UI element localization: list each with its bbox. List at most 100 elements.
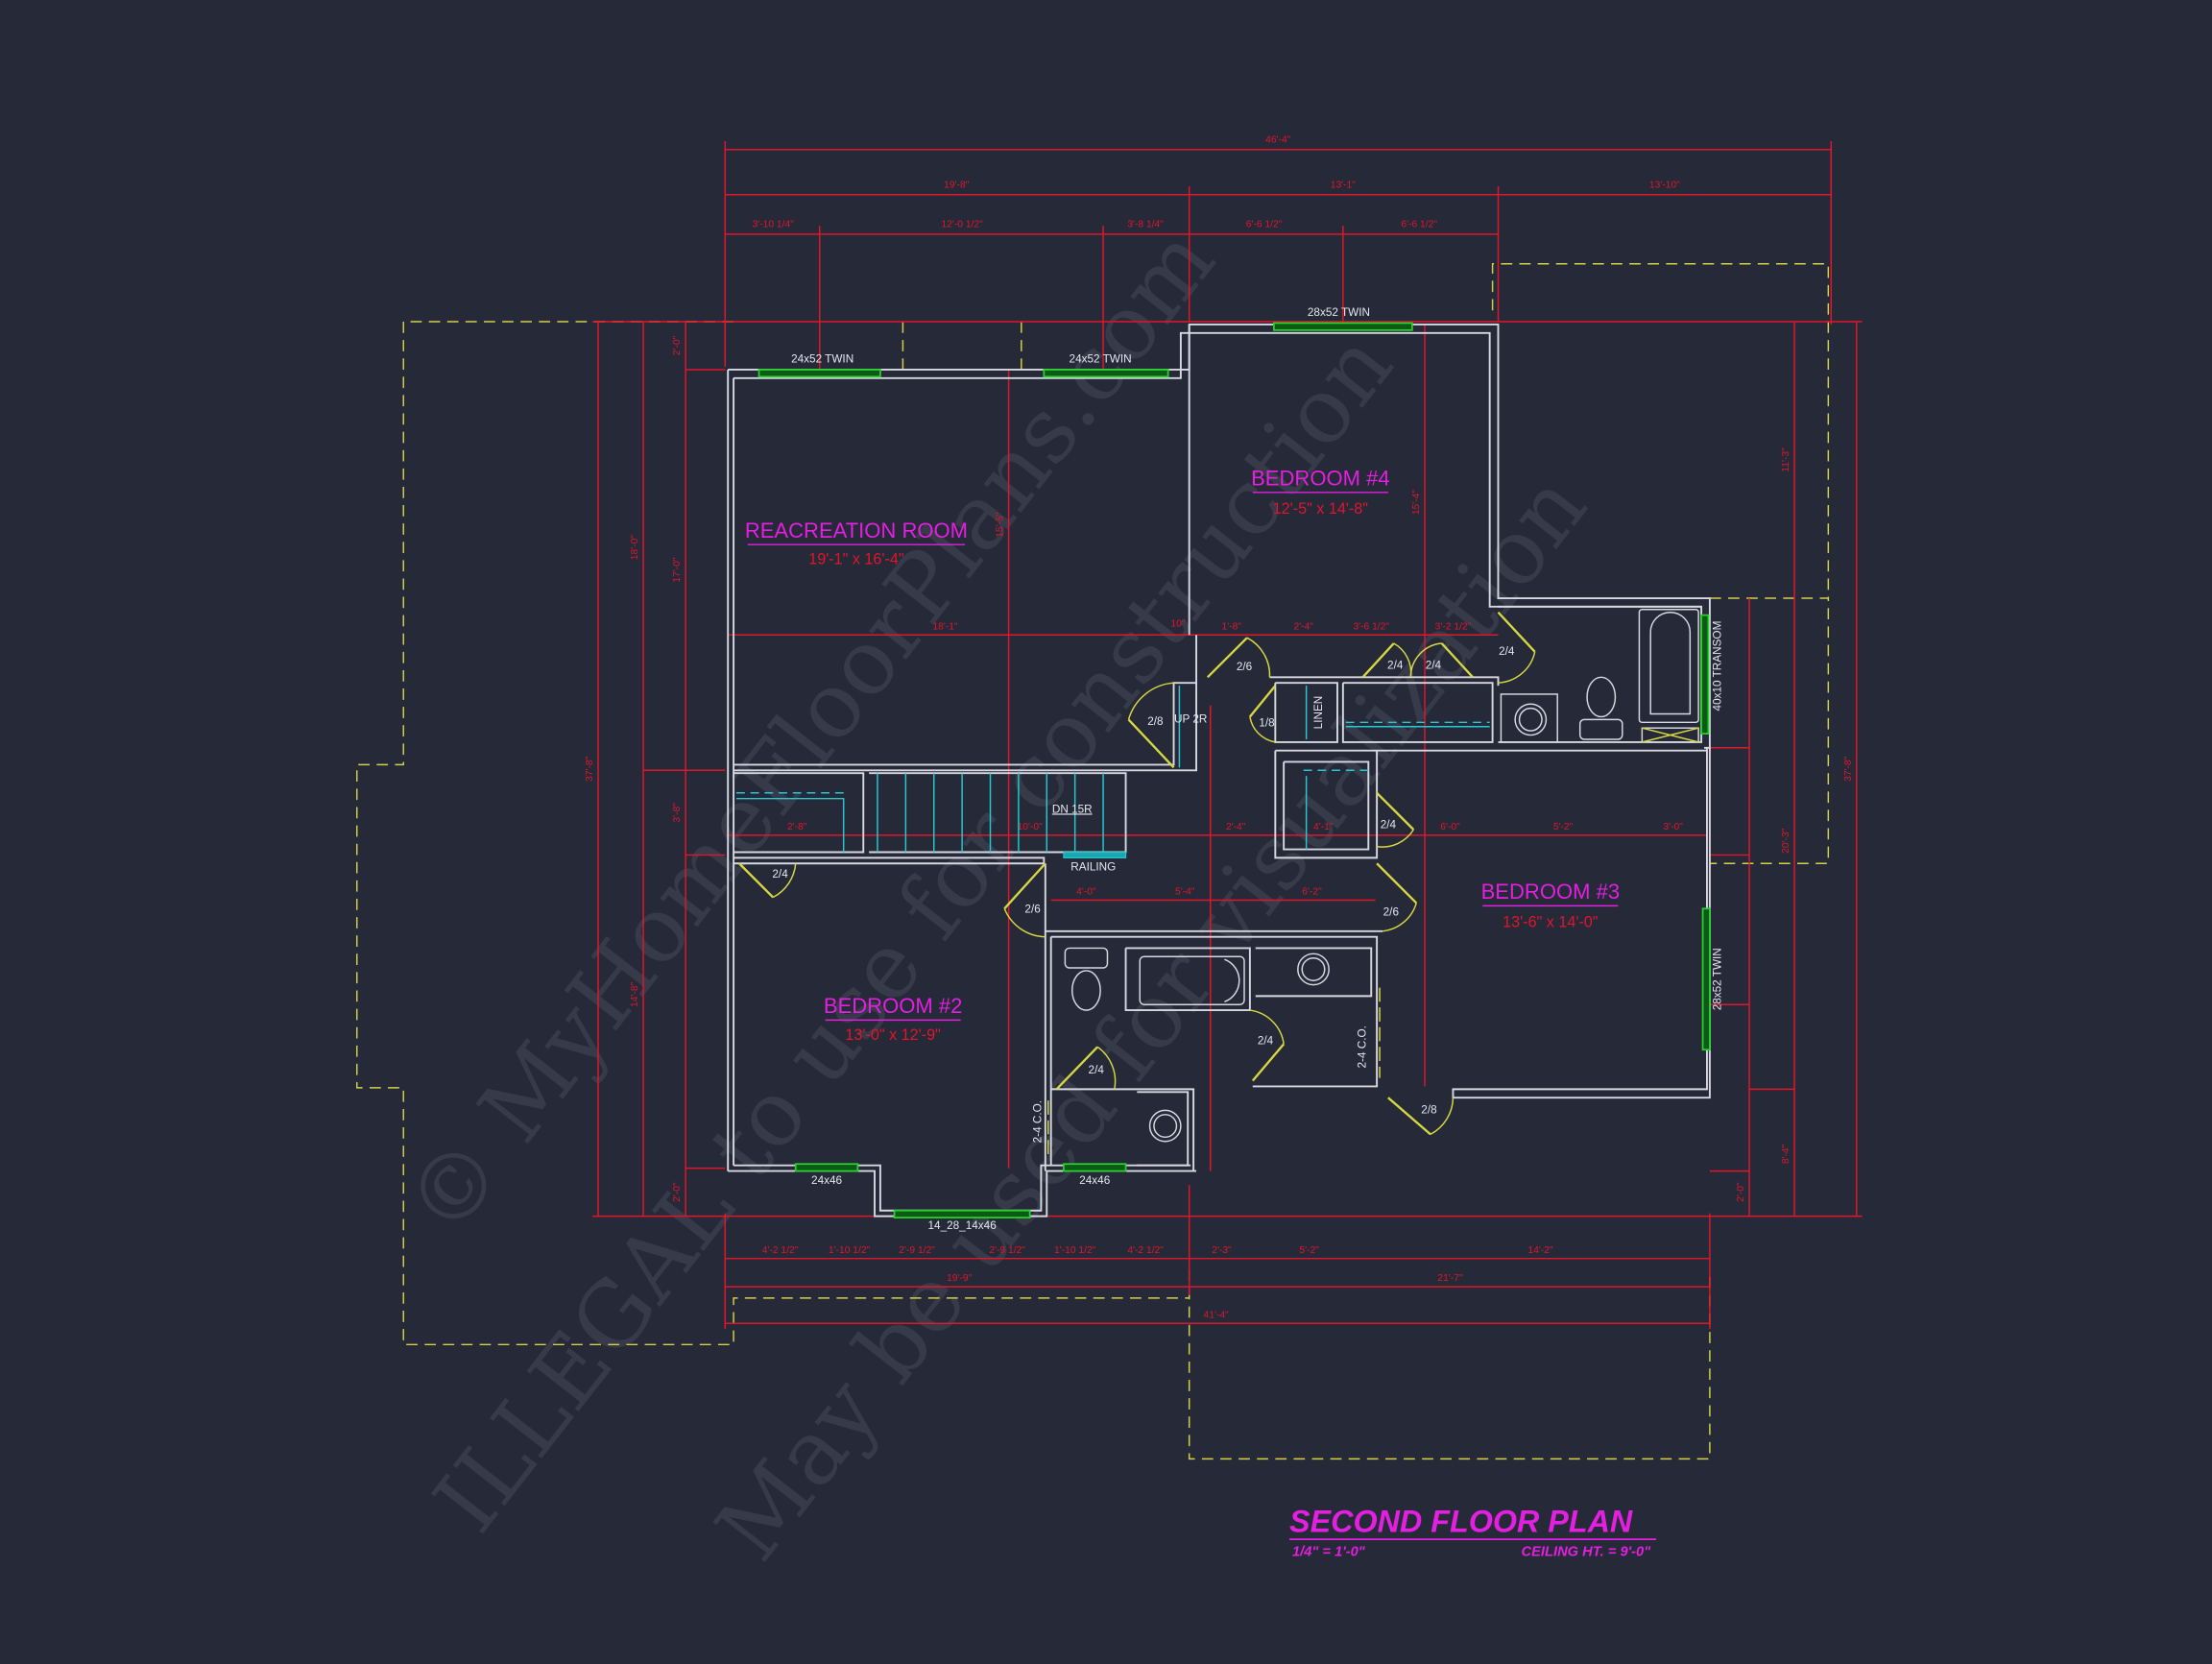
svg-text:2'-9 1/2": 2'-9 1/2" <box>899 1245 935 1256</box>
svg-text:REACREATION ROOM: REACREATION ROOM <box>745 518 968 543</box>
svg-text:19'-1" x 16'-4": 19'-1" x 16'-4" <box>808 551 904 568</box>
roof-outline <box>356 263 1830 1460</box>
bathroom-fixtures <box>1064 609 1699 1143</box>
svg-text:2'-4": 2'-4" <box>1293 621 1313 632</box>
down-stair-label: DN 15R <box>1052 803 1093 815</box>
svg-text:2/6: 2/6 <box>1237 661 1253 673</box>
svg-text:2/8: 2/8 <box>1421 1103 1437 1116</box>
window-label-bed3: 28x52 TWIN <box>1712 948 1724 1010</box>
ceiling-height: CEILING HT. = 9'-0" <box>1522 1545 1652 1560</box>
svg-text:3'-6 1/2": 3'-6 1/2" <box>1353 621 1389 632</box>
svg-text:5'-4": 5'-4" <box>1175 887 1195 898</box>
svg-text:14'-2": 14'-2" <box>1527 1245 1553 1256</box>
door-labels: 2/8 2/6 1/8 2/4 2/4 2/4 2/4 2/4 2/6 2/6 … <box>772 645 1515 1144</box>
svg-text:2/4: 2/4 <box>1499 645 1515 658</box>
svg-text:13'-6" x 14'-0": 13'-6" x 14'-0" <box>1503 913 1599 930</box>
railing-label: RAILING <box>1070 861 1116 874</box>
plan-scale: 1/4" = 1'-0" <box>1292 1545 1366 1560</box>
svg-text:1'-10 1/2": 1'-10 1/2" <box>1054 1245 1096 1256</box>
windows <box>757 322 1711 1218</box>
svg-text:15'-4": 15'-4" <box>1411 490 1422 516</box>
svg-text:2/4: 2/4 <box>772 868 788 880</box>
svg-text:18'-0": 18'-0" <box>630 535 640 561</box>
window-label-rec-left: 24x52 TWIN <box>791 353 854 366</box>
svg-text:5'-2": 5'-2" <box>1299 1245 1319 1256</box>
svg-text:17'-0": 17'-0" <box>672 557 683 583</box>
svg-text:2'-4": 2'-4" <box>1226 822 1246 832</box>
svg-text:21'-7": 21'-7" <box>1437 1273 1463 1284</box>
svg-text:13'-0" x 12'-9": 13'-0" x 12'-9" <box>845 1026 941 1044</box>
svg-text:18'-1": 18'-1" <box>932 621 958 632</box>
svg-text:8'-4": 8'-4" <box>1781 1144 1791 1164</box>
title-block: SECOND FLOOR PLAN 1/4" = 1'-0" CEILING H… <box>1289 1505 1657 1560</box>
svg-text:6'-6 1/2": 6'-6 1/2" <box>1246 220 1283 230</box>
svg-text:2'-0": 2'-0" <box>672 335 683 355</box>
room-bedroom-2: BEDROOM #2 13'-0" x 12'-9" <box>824 994 962 1044</box>
svg-text:BEDROOM #3: BEDROOM #3 <box>1481 880 1620 904</box>
svg-text:2'-8": 2'-8" <box>787 822 807 832</box>
svg-text:13'-1": 13'-1" <box>1331 180 1357 190</box>
svg-text:1'-10 1/2": 1'-10 1/2" <box>829 1245 871 1256</box>
svg-text:6'-2": 6'-2" <box>1302 887 1322 898</box>
svg-text:13'-10": 13'-10" <box>1649 180 1680 190</box>
svg-text:2'-3": 2'-3" <box>1212 1245 1232 1256</box>
dimension-text: 46'-4" 19'-8" 13'-1" 13'-10" 3'-10 1/4" … <box>585 134 1854 1320</box>
svg-text:6'-0": 6'-0" <box>1440 822 1460 832</box>
svg-text:3'-10 1/4": 3'-10 1/4" <box>753 220 795 230</box>
svg-text:37'-8": 37'-8" <box>1843 756 1854 782</box>
svg-text:15'-5": 15'-5" <box>996 512 1006 538</box>
svg-text:2/4: 2/4 <box>1258 1034 1274 1047</box>
svg-text:5'-2": 5'-2" <box>1553 822 1574 832</box>
svg-text:BEDROOM #4: BEDROOM #4 <box>1251 466 1389 490</box>
window-label-bed2: 24x46 <box>811 1174 842 1187</box>
svg-text:12'-5" x 14'-8": 12'-5" x 14'-8" <box>1273 500 1369 518</box>
svg-text:6'-6 1/2": 6'-6 1/2" <box>1401 220 1437 230</box>
svg-text:20'-3": 20'-3" <box>1781 828 1791 854</box>
room-reacreation: REACREATION ROOM 19'-1" x 16'-4" <box>745 518 968 568</box>
svg-text:3'-8": 3'-8" <box>672 803 683 823</box>
window-label-transom: 40x10 TRANSOM <box>1712 621 1724 711</box>
room-bedroom-3: BEDROOM #3 13'-6" x 14'-0" <box>1481 880 1620 930</box>
svg-text:41'-4": 41'-4" <box>1204 1310 1230 1320</box>
svg-text:12'-0 1/2": 12'-0 1/2" <box>941 220 983 230</box>
svg-text:19'-9": 19'-9" <box>947 1273 973 1284</box>
svg-text:19'-8": 19'-8" <box>944 180 970 190</box>
svg-text:2/6: 2/6 <box>1383 906 1400 919</box>
svg-text:3'-0": 3'-0" <box>1663 822 1683 832</box>
svg-text:BEDROOM #2: BEDROOM #2 <box>824 994 962 1018</box>
svg-text:3'-2 1/2": 3'-2 1/2" <box>1435 621 1472 632</box>
svg-text:2/4: 2/4 <box>1387 659 1404 671</box>
svg-text:2/4: 2/4 <box>1089 1064 1105 1076</box>
svg-text:2'-9 1/2": 2'-9 1/2" <box>989 1245 1025 1256</box>
svg-text:2/4: 2/4 <box>1381 819 1397 832</box>
linen-label: LINEN <box>1312 696 1325 730</box>
window-label-rec-right: 24x52 TWIN <box>1070 353 1132 366</box>
staircase <box>736 686 1490 858</box>
window-label-bay: 14_28_14x46 <box>928 1219 998 1232</box>
svg-text:4'-2 1/2": 4'-2 1/2" <box>1127 1245 1164 1256</box>
svg-text:2/6: 2/6 <box>1024 904 1041 916</box>
svg-text:10'-0": 10'-0" <box>1018 822 1044 832</box>
svg-text:2/4: 2/4 <box>1426 659 1442 671</box>
window-label-bath2: 24x46 <box>1079 1174 1110 1187</box>
doors <box>738 611 1536 1160</box>
svg-text:4'-1": 4'-1" <box>1313 822 1334 832</box>
svg-text:10": 10" <box>1170 618 1185 629</box>
up-stair-label: UP 2R <box>1174 712 1207 725</box>
svg-text:46'-4": 46'-4" <box>1265 134 1291 145</box>
svg-text:4'-0": 4'-0" <box>1076 887 1096 898</box>
room-bedroom-4: BEDROOM #4 12'-5" x 14'-8" <box>1251 466 1389 517</box>
svg-text:1/8: 1/8 <box>1259 717 1275 730</box>
window-label-bed4: 28x52 TWIN <box>1308 306 1370 319</box>
svg-text:1'-8": 1'-8" <box>1222 621 1242 632</box>
dimension-lines <box>592 140 1863 1330</box>
svg-text:2'-0": 2'-0" <box>1736 1182 1746 1202</box>
svg-text:14'-8": 14'-8" <box>630 981 640 1007</box>
svg-text:11'-3": 11'-3" <box>1781 447 1791 472</box>
svg-text:2'-0": 2'-0" <box>672 1182 683 1202</box>
svg-text:2-4 C.O.: 2-4 C.O. <box>1356 1025 1368 1068</box>
svg-text:3'-8 1/4": 3'-8 1/4" <box>1127 220 1164 230</box>
svg-text:4'-2 1/2": 4'-2 1/2" <box>762 1245 799 1256</box>
